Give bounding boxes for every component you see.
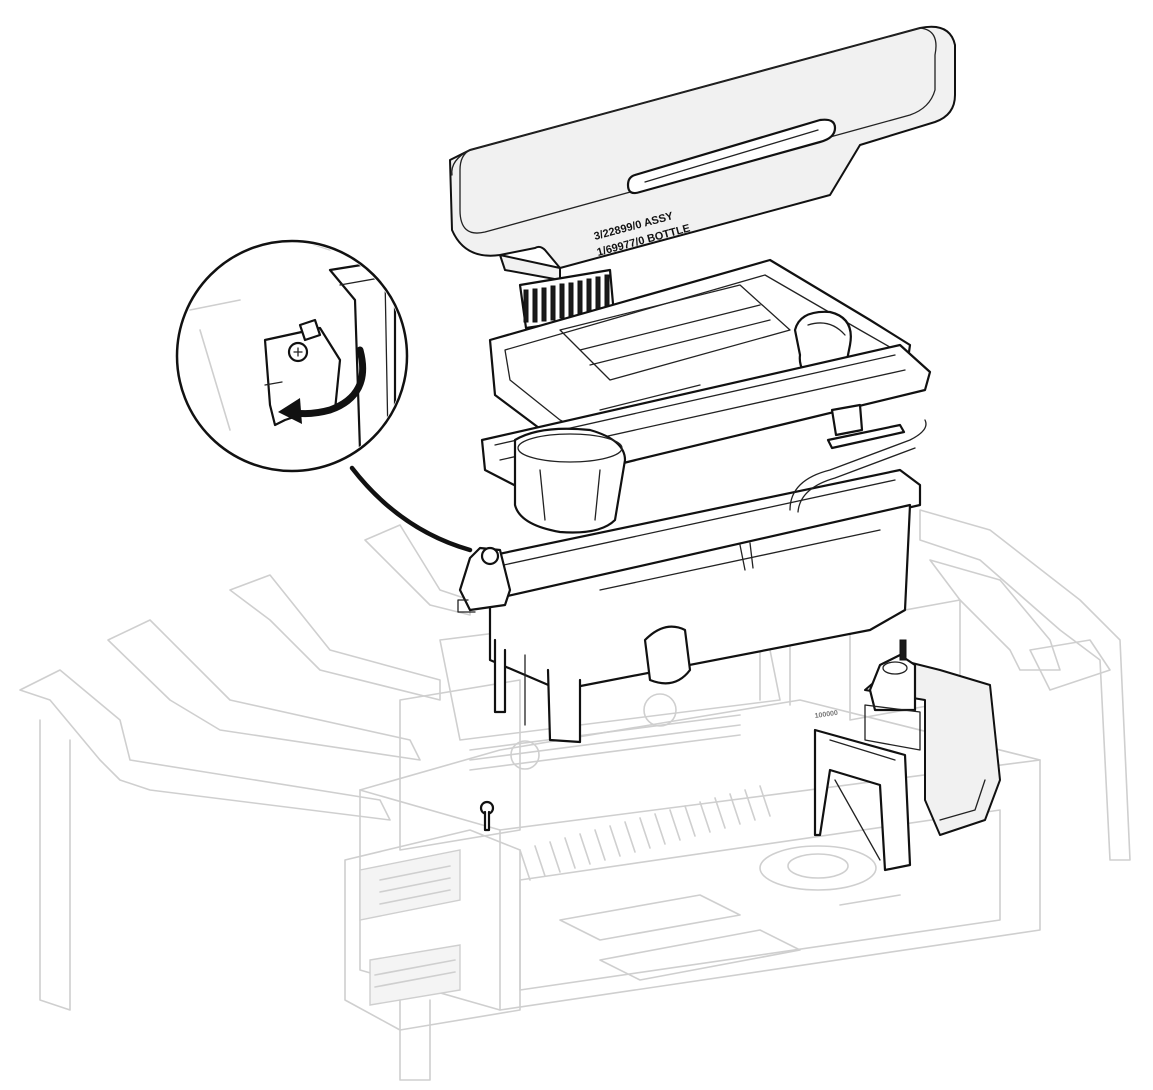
step-mark: 100000 bbox=[814, 710, 838, 720]
chassis-vent-slots bbox=[519, 785, 771, 881]
detail-callout bbox=[175, 239, 473, 553]
ghost-machine-frame bbox=[19, 509, 1131, 1081]
cup-tray bbox=[480, 343, 932, 534]
bottle-assembly: 3/22899/0 ASSY 1/69977/0 BOTTLE bbox=[449, 25, 956, 281]
main-tank bbox=[457, 419, 927, 744]
screw bbox=[479, 800, 495, 832]
side-guard bbox=[813, 728, 912, 872]
pump-housing bbox=[864, 639, 1001, 836]
